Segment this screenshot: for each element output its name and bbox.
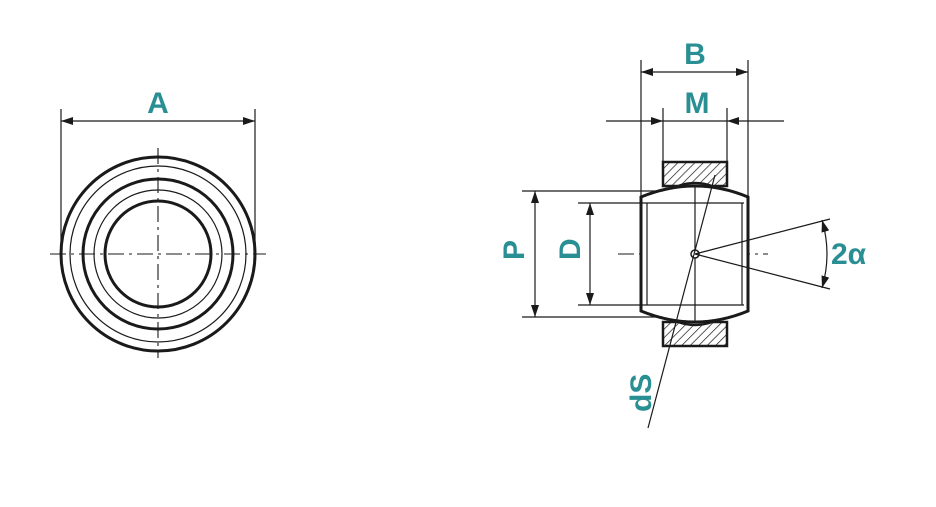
dim-p-label: P bbox=[498, 240, 531, 260]
dim-a-label: A bbox=[147, 87, 169, 120]
angle-line-lower bbox=[694, 253, 831, 290]
angle-label: 2α bbox=[831, 238, 867, 271]
angle-line-upper bbox=[694, 218, 831, 255]
ball-chamfer-edge bbox=[93, 189, 223, 319]
dim-b-label: B bbox=[684, 38, 706, 71]
section-view: 2α dS B M P D bbox=[498, 38, 867, 429]
angle-arc bbox=[821, 219, 830, 289]
ball-outer-edge bbox=[81, 177, 235, 331]
bore-circle bbox=[103, 199, 213, 309]
front-view: A bbox=[50, 87, 266, 358]
outer-ring-section-top bbox=[661, 160, 729, 188]
ds-label: dS bbox=[625, 374, 658, 412]
ds-line bbox=[647, 174, 716, 429]
dim-m-label: M bbox=[685, 87, 710, 120]
outer-ring-inner-edge bbox=[69, 165, 247, 343]
dim-d-label: D bbox=[554, 238, 587, 260]
